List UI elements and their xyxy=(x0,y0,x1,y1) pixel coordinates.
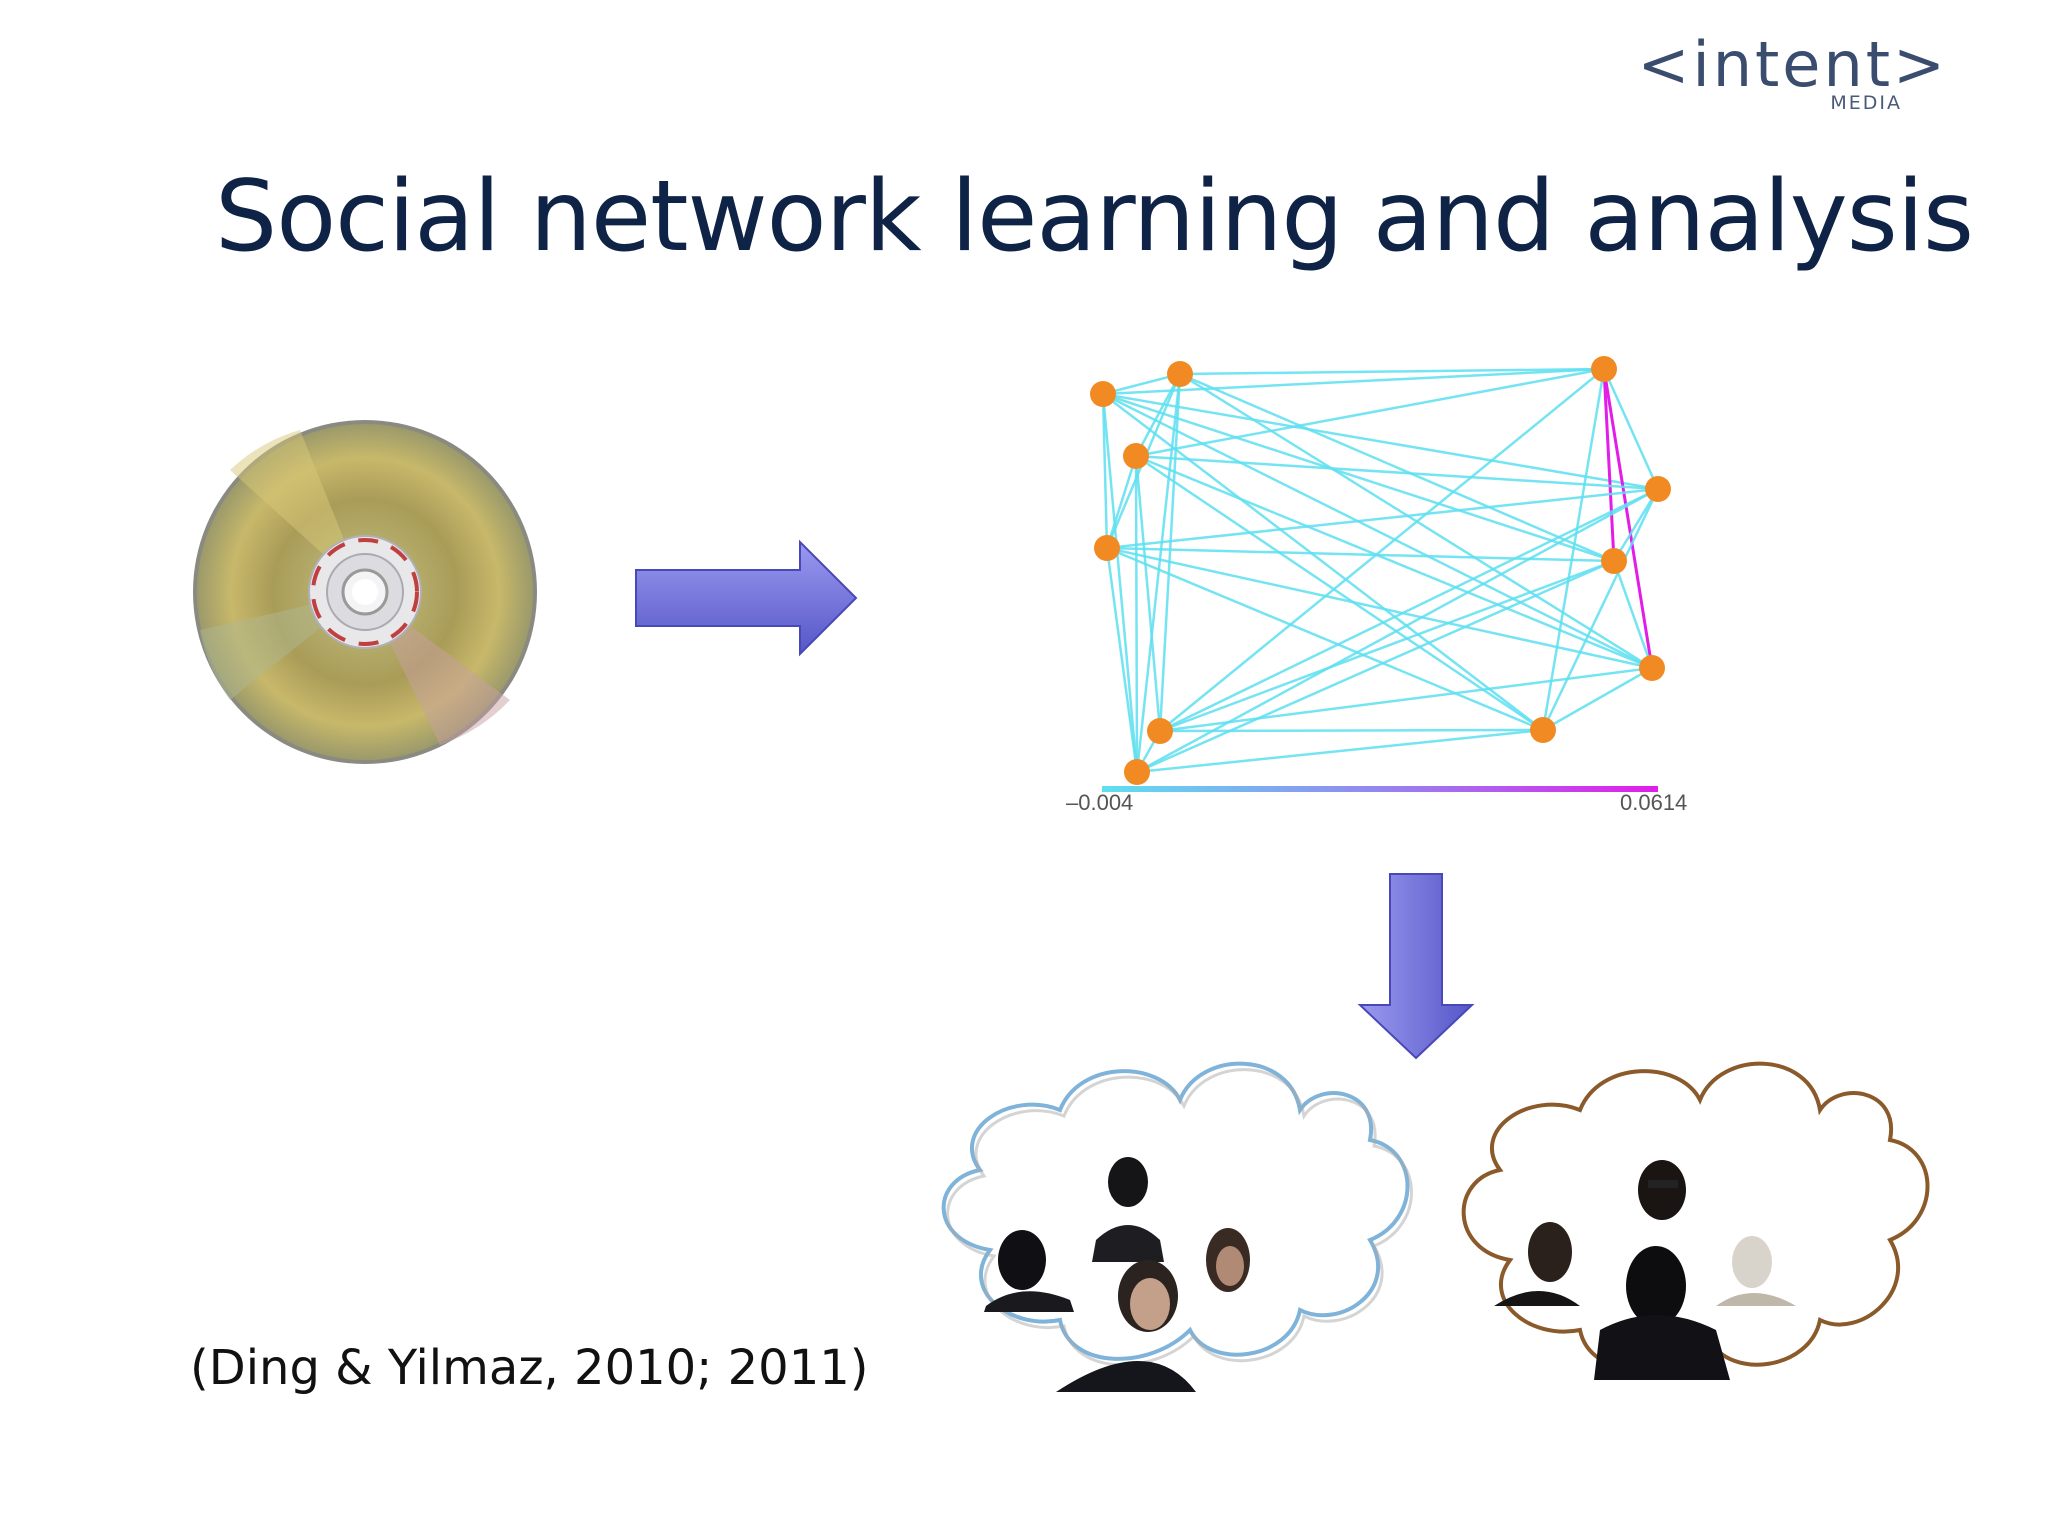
person-icon xyxy=(1716,1236,1796,1306)
person-icon xyxy=(1206,1228,1250,1292)
network-edge xyxy=(1159,368,1605,732)
person-icon xyxy=(1056,1260,1196,1392)
network-edge xyxy=(1542,666,1653,732)
person-icon xyxy=(984,1230,1074,1312)
network-node xyxy=(1639,655,1665,681)
network-edge xyxy=(1541,368,1606,731)
network-node xyxy=(1147,718,1173,744)
network-edge xyxy=(1612,560,1654,669)
network-edge xyxy=(1612,488,1660,562)
right-arrow-icon xyxy=(635,539,858,657)
logo-wordmark: <intent> xyxy=(1637,28,1948,101)
network-edge xyxy=(1179,367,1605,376)
network-edge xyxy=(1102,372,1181,396)
network-edge xyxy=(1159,559,1615,733)
scale-min-label: –0.004 xyxy=(1066,790,1134,815)
network-edge xyxy=(1135,454,1659,491)
network-edge-strong xyxy=(1602,368,1654,669)
cloud-cluster-2 xyxy=(1461,1061,1930,1380)
network-edge xyxy=(1159,728,1544,733)
network-edge xyxy=(1106,546,1653,670)
slide-title: Social network learning and analysis xyxy=(215,160,1974,274)
network-edge xyxy=(1102,367,1605,396)
network-edge xyxy=(1135,373,1182,773)
color-scale-bar xyxy=(1102,786,1658,792)
network-edge xyxy=(1135,367,1605,458)
network-edge xyxy=(1134,455,1139,773)
network-edge xyxy=(1135,454,1653,670)
network-edge xyxy=(1101,393,1109,549)
network-edge xyxy=(1136,487,1659,774)
person-icon xyxy=(1092,1157,1164,1262)
network-node xyxy=(1601,548,1627,574)
network-edge xyxy=(1136,728,1544,774)
network-edge xyxy=(1134,373,1182,457)
network-edge xyxy=(1159,487,1659,733)
network-edge xyxy=(1541,488,1660,731)
network-edge-strong xyxy=(1602,368,1616,562)
network-node xyxy=(1123,443,1149,469)
network-nodes xyxy=(1090,356,1671,785)
network-edge xyxy=(1102,392,1615,563)
network-edge xyxy=(1101,393,1139,773)
logo-subtitle: MEDIA xyxy=(1830,92,1902,114)
network-graph xyxy=(1090,356,1671,792)
network-edge xyxy=(1106,546,1615,563)
network-node xyxy=(1094,535,1120,561)
network-edges xyxy=(1101,367,1660,774)
network-node xyxy=(1645,476,1671,502)
network-node xyxy=(1167,361,1193,387)
network-edge xyxy=(1106,487,1659,550)
citation: (Ding & Yilmaz, 2010; 2011) xyxy=(190,1340,869,1396)
network-edge xyxy=(1136,559,1615,774)
network-edge xyxy=(1105,547,1139,773)
network-edge xyxy=(1179,372,1615,563)
person-icon xyxy=(1494,1222,1580,1306)
disc-icon xyxy=(193,420,537,764)
network-edge xyxy=(1602,368,1660,490)
network-node xyxy=(1090,381,1116,407)
network-node xyxy=(1124,759,1150,785)
down-arrow-icon xyxy=(1357,873,1475,1060)
cloud-cluster-1 xyxy=(941,1061,1413,1392)
network-edge xyxy=(1106,546,1544,732)
network-edge xyxy=(1158,373,1182,732)
scale-max-label: 0.0614 xyxy=(1620,790,1688,815)
network-edge xyxy=(1102,392,1659,491)
network-edge xyxy=(1105,455,1138,549)
network-edge xyxy=(1134,455,1162,732)
person-icon xyxy=(1594,1246,1730,1380)
intent-media-logo: <intent> MEDIA xyxy=(1637,28,1948,115)
network-node xyxy=(1530,717,1556,743)
network-edge xyxy=(1135,454,1544,732)
network-edge xyxy=(1159,666,1653,733)
person-icon xyxy=(1638,1160,1686,1220)
network-node xyxy=(1591,356,1617,382)
